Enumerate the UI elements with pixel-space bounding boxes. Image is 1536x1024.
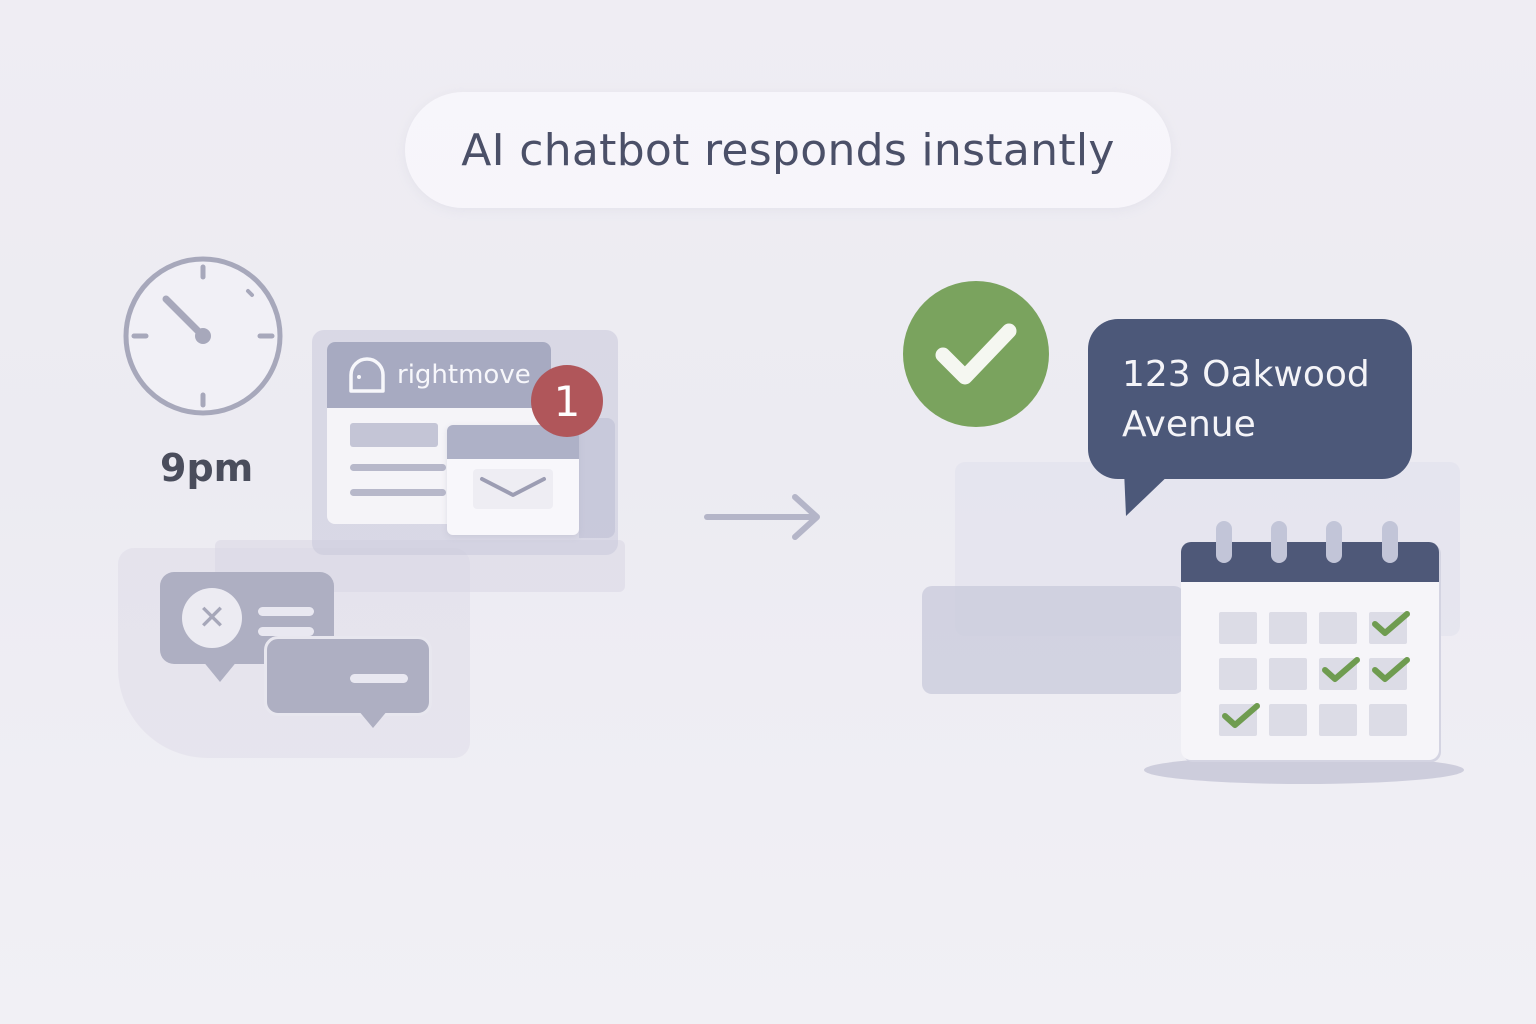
listing-placeholder-line: [350, 489, 446, 496]
calendar-day: [1319, 704, 1357, 736]
calendar-day: [1369, 704, 1407, 736]
calendar-day: [1269, 658, 1307, 690]
enquiry-mail-card: [447, 425, 579, 535]
calendar-day-booked: [1369, 611, 1410, 644]
arrow-right-icon: [704, 494, 820, 540]
notification-badge: 1: [531, 365, 603, 437]
clock-icon: [123, 256, 283, 416]
check-circle-icon: [903, 281, 1049, 427]
calendar-shadow: [1144, 756, 1464, 784]
address-line-1: 123 Oakwood: [1122, 354, 1370, 395]
mail-icon: [473, 469, 553, 509]
calendar-day: [1269, 704, 1307, 736]
background-panel: [922, 586, 1184, 694]
calendar-day: [1319, 612, 1357, 644]
title-text: AI chatbot responds instantly: [461, 124, 1115, 176]
listing-placeholder-line: [350, 464, 446, 471]
background-card-edge: [579, 418, 615, 538]
calendar-day-booked: [1369, 657, 1410, 690]
bubble-tail: [1124, 470, 1174, 516]
calendar-ring: [1271, 521, 1287, 563]
time-label: 9pm: [160, 446, 254, 490]
title-banner: AI chatbot responds instantly: [405, 92, 1171, 208]
check-icon: [1372, 611, 1410, 636]
calendar-ring: [1326, 521, 1342, 563]
check-icon: [1322, 657, 1360, 682]
bubble-text-line: [258, 627, 314, 636]
calendar-day: [1269, 612, 1307, 644]
calendar-day-booked: [1319, 657, 1360, 690]
check-icon: [1222, 703, 1260, 728]
bubble-text-line: [350, 674, 408, 683]
listing-placeholder-bar: [350, 423, 438, 447]
calendar-day: [1219, 612, 1257, 644]
calendar-ring: [1216, 521, 1232, 563]
calendar-ring: [1382, 521, 1398, 563]
calendar-day: [1219, 658, 1257, 690]
chatbot-reply-text: 123 Oakwood Avenue: [1122, 350, 1370, 450]
rightmove-brand-text: rightmove: [397, 360, 531, 390]
bubble-tail: [202, 660, 238, 682]
bubble-text-line: [258, 607, 314, 616]
missed-x-icon: ✕: [182, 588, 242, 648]
rightmove-logo-icon: [349, 357, 385, 393]
chatbot-reply-bubble: [1088, 319, 1412, 479]
bubble-tail: [358, 710, 388, 728]
address-line-2: Avenue: [1122, 404, 1256, 445]
check-icon: [1372, 657, 1410, 682]
calendar-day-booked: [1219, 703, 1260, 736]
rightmove-header: rightmove: [327, 342, 551, 408]
calendar-grid: [1219, 611, 1410, 736]
